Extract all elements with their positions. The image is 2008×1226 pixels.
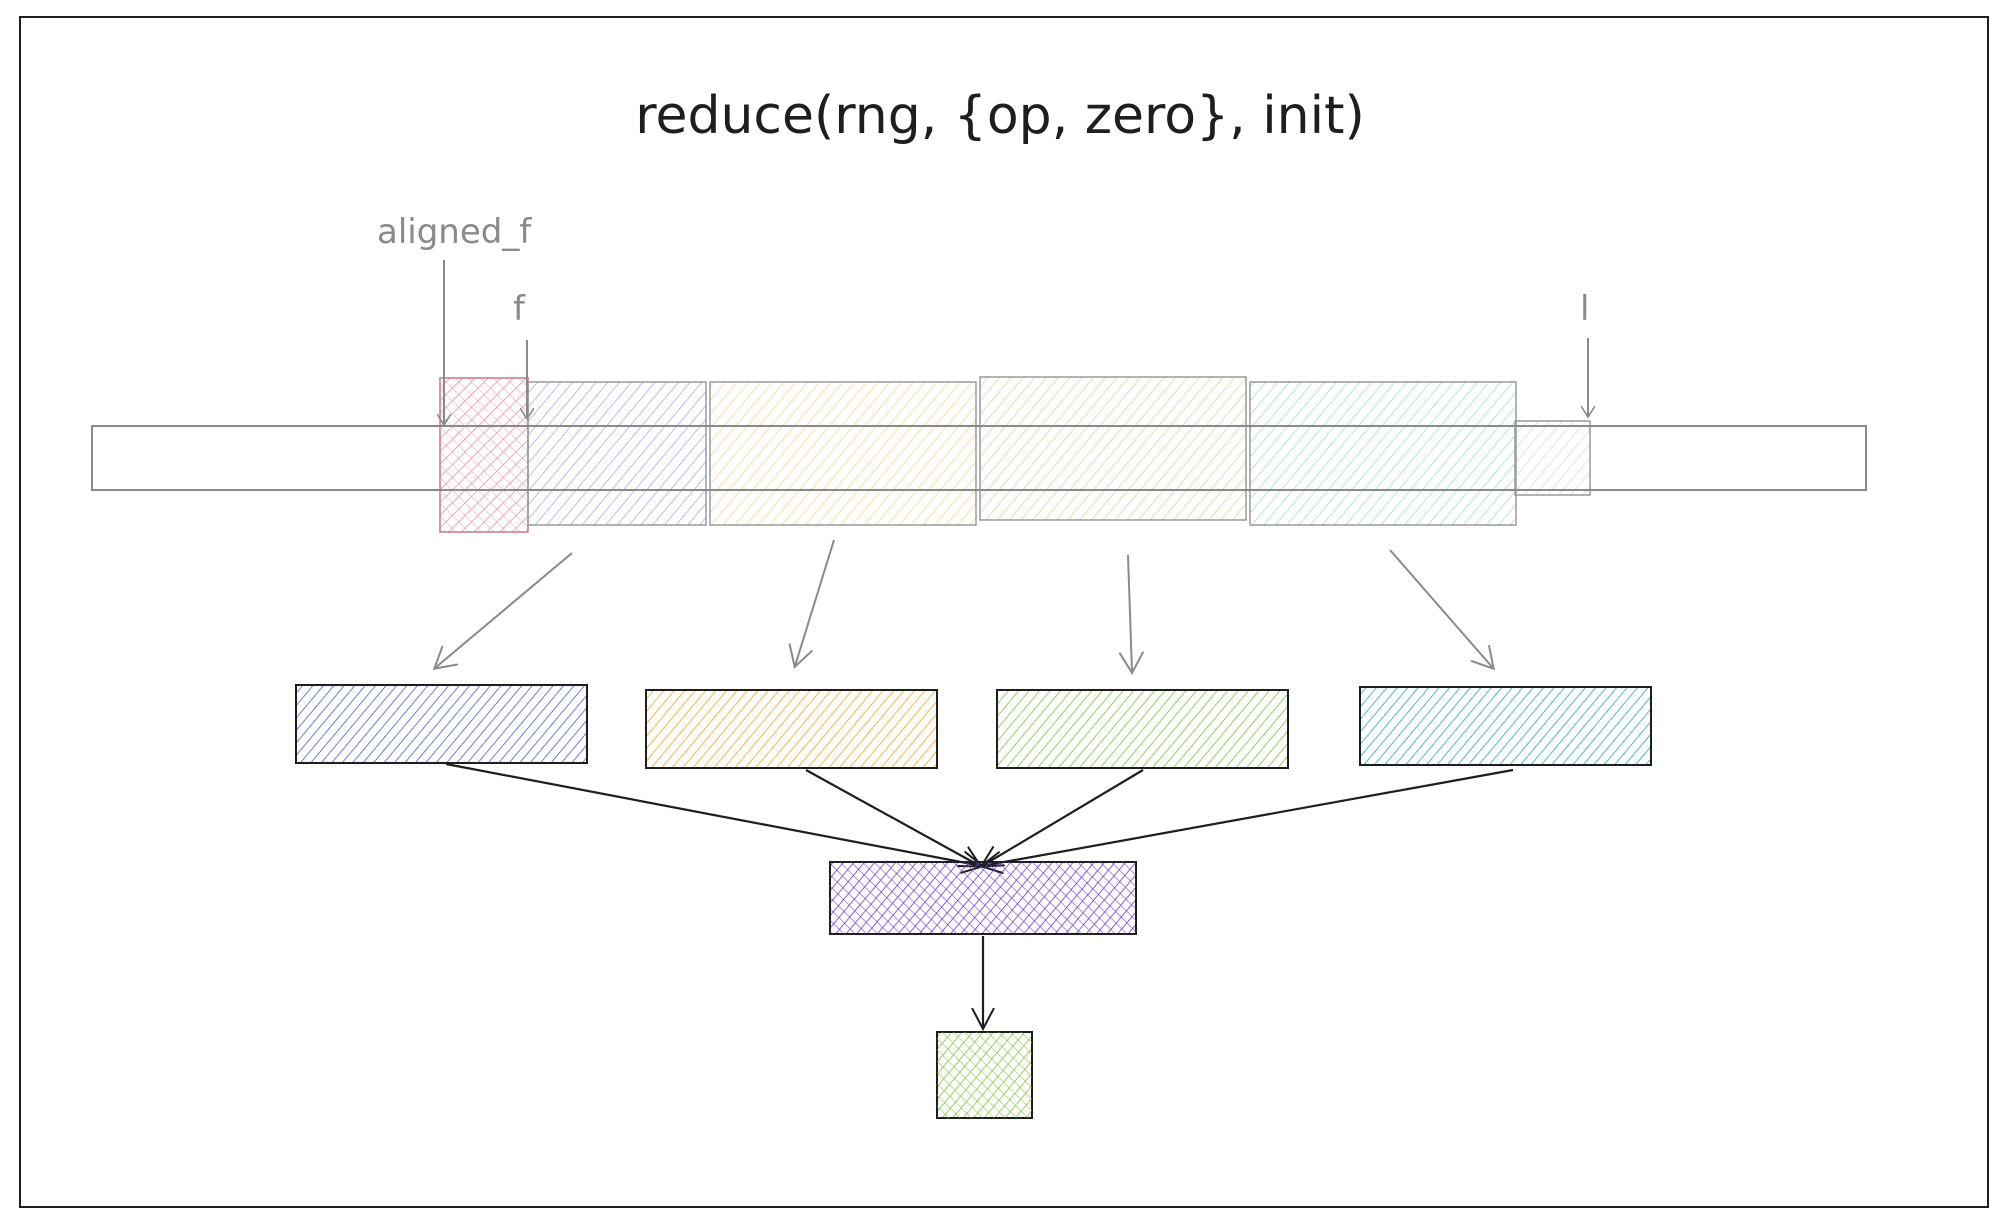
diagram-title: reduce(rng, {op, zero}, init) (635, 86, 1365, 146)
prefix-crosshatch (440, 378, 528, 532)
arrow-green-to-combined (982, 769, 1144, 866)
partial-blue (295, 684, 588, 764)
label-l: l (1580, 289, 1589, 329)
chunk-blue-source (527, 381, 707, 526)
range-bar (91, 425, 1867, 491)
arrow-to-orange-partial (795, 539, 835, 666)
chunk-green-source (979, 376, 1247, 521)
arrow-to-blue-partial (435, 552, 573, 668)
tail-region (1514, 420, 1591, 496)
partial-green (996, 689, 1289, 769)
partial-orange (645, 689, 938, 769)
arrow-to-green-partial (1128, 554, 1132, 672)
chunk-teal-source (1249, 381, 1517, 526)
arrow-teal-to-combined (982, 768, 1514, 866)
diagram-frame (19, 16, 1989, 1208)
arrow-blue-to-combined (445, 762, 982, 866)
arrow-to-teal-partial (1389, 549, 1493, 668)
label-f: f (513, 289, 526, 329)
label-aligned-f: aligned_f (377, 212, 532, 252)
chunk-orange-source (709, 381, 977, 526)
final-result-crosshatch (937, 1032, 1032, 1118)
combined-result-crosshatch (830, 862, 1136, 934)
partial-teal (1359, 686, 1652, 766)
arrow-orange-to-combined (805, 769, 980, 866)
